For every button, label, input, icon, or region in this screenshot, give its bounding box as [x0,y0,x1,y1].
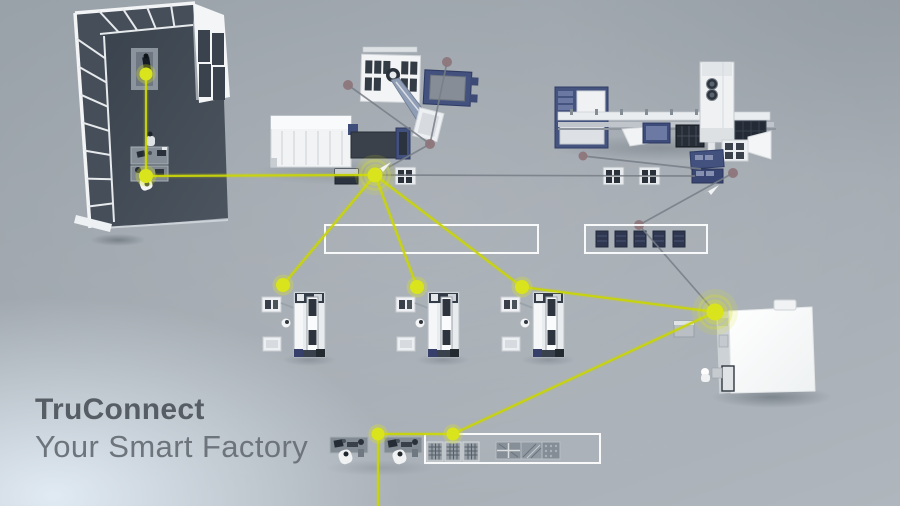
parts-pallet-1 [426,441,444,462]
parts-pallet-2 [444,441,462,462]
machine-door [721,365,735,392]
highlight-boxes [324,224,708,464]
gray-connection-line [374,174,696,177]
bending-machine-3 [500,291,565,358]
yellow-connection-line [452,311,716,435]
storage-bending-line [554,61,776,184]
gray-connection-line [638,224,716,313]
office-chair-top [146,136,155,146]
bending-machine-1 [261,291,326,358]
yellow-network [135,64,738,506]
storage-machine-node-ring [697,294,733,330]
standing-person [142,56,151,71]
highlight-zone [324,224,539,254]
office-desk-node [139,169,153,183]
highlight-zone [424,433,601,464]
highlight-zone [584,224,708,254]
gray-network [343,57,738,313]
laser-cutting-machine [270,115,358,168]
punch-right-node [442,57,452,67]
sheet-nest-1 [495,441,522,460]
gray-connection-line [582,155,702,170]
storage-machine-node [706,303,724,321]
white-pallet-block [721,139,749,162]
gray-connection-line [388,143,431,168]
office-glass-wall [75,13,114,228]
sheet-nest-3 [541,441,561,460]
packet-icons [375,162,719,195]
line-left-node [578,151,588,161]
pallet-storage-row [595,230,686,248]
junction-node [425,139,435,149]
yellow-connection-line [145,173,376,178]
machine-top [728,306,816,394]
bending-2-node [410,280,424,294]
sheet-nest-2 [520,441,543,460]
parts-pallet-3 [462,441,480,462]
hub-cart-right [394,166,417,186]
sorting-unit [689,149,725,184]
yellow-connection-line [521,285,716,314]
yellow-connection-line [373,174,419,288]
bending-3-node [515,280,529,294]
gray-connection-line [638,172,734,226]
central-hub-node [367,167,383,183]
subtitle-text: Your Smart Factory [35,429,309,465]
office-person-node [139,67,153,81]
bending-machine-2 [395,291,460,358]
gray-connection-line [347,84,431,145]
conveyor-table [350,127,411,160]
hub-cart-left [334,168,359,185]
title-block: TruConnect Your Smart Factory [35,393,309,465]
yellow-connection-line [282,174,376,286]
workstation-1-node [371,427,385,441]
bending-1-node [276,278,290,292]
storage-machine [673,299,816,395]
yellow-connection-line [374,174,523,288]
data-packet-icon [375,162,391,172]
office-room [73,1,230,232]
top-box [773,299,797,311]
parts-pallet-dark [675,124,705,148]
material-container [422,69,479,107]
workstation-2-node [446,427,460,441]
data-packet-icon [703,185,719,195]
line-right-node [728,168,738,178]
central-hub-node-ring [359,159,391,191]
tower-unit [699,61,735,143]
chute [747,130,772,160]
gray-connection-line [429,61,448,145]
punching-machine [359,46,445,143]
brand-title: TruConnect [35,393,205,426]
parts-output-row [426,441,561,462]
office-lower-wall [74,215,112,232]
punch-left-node [343,80,353,90]
